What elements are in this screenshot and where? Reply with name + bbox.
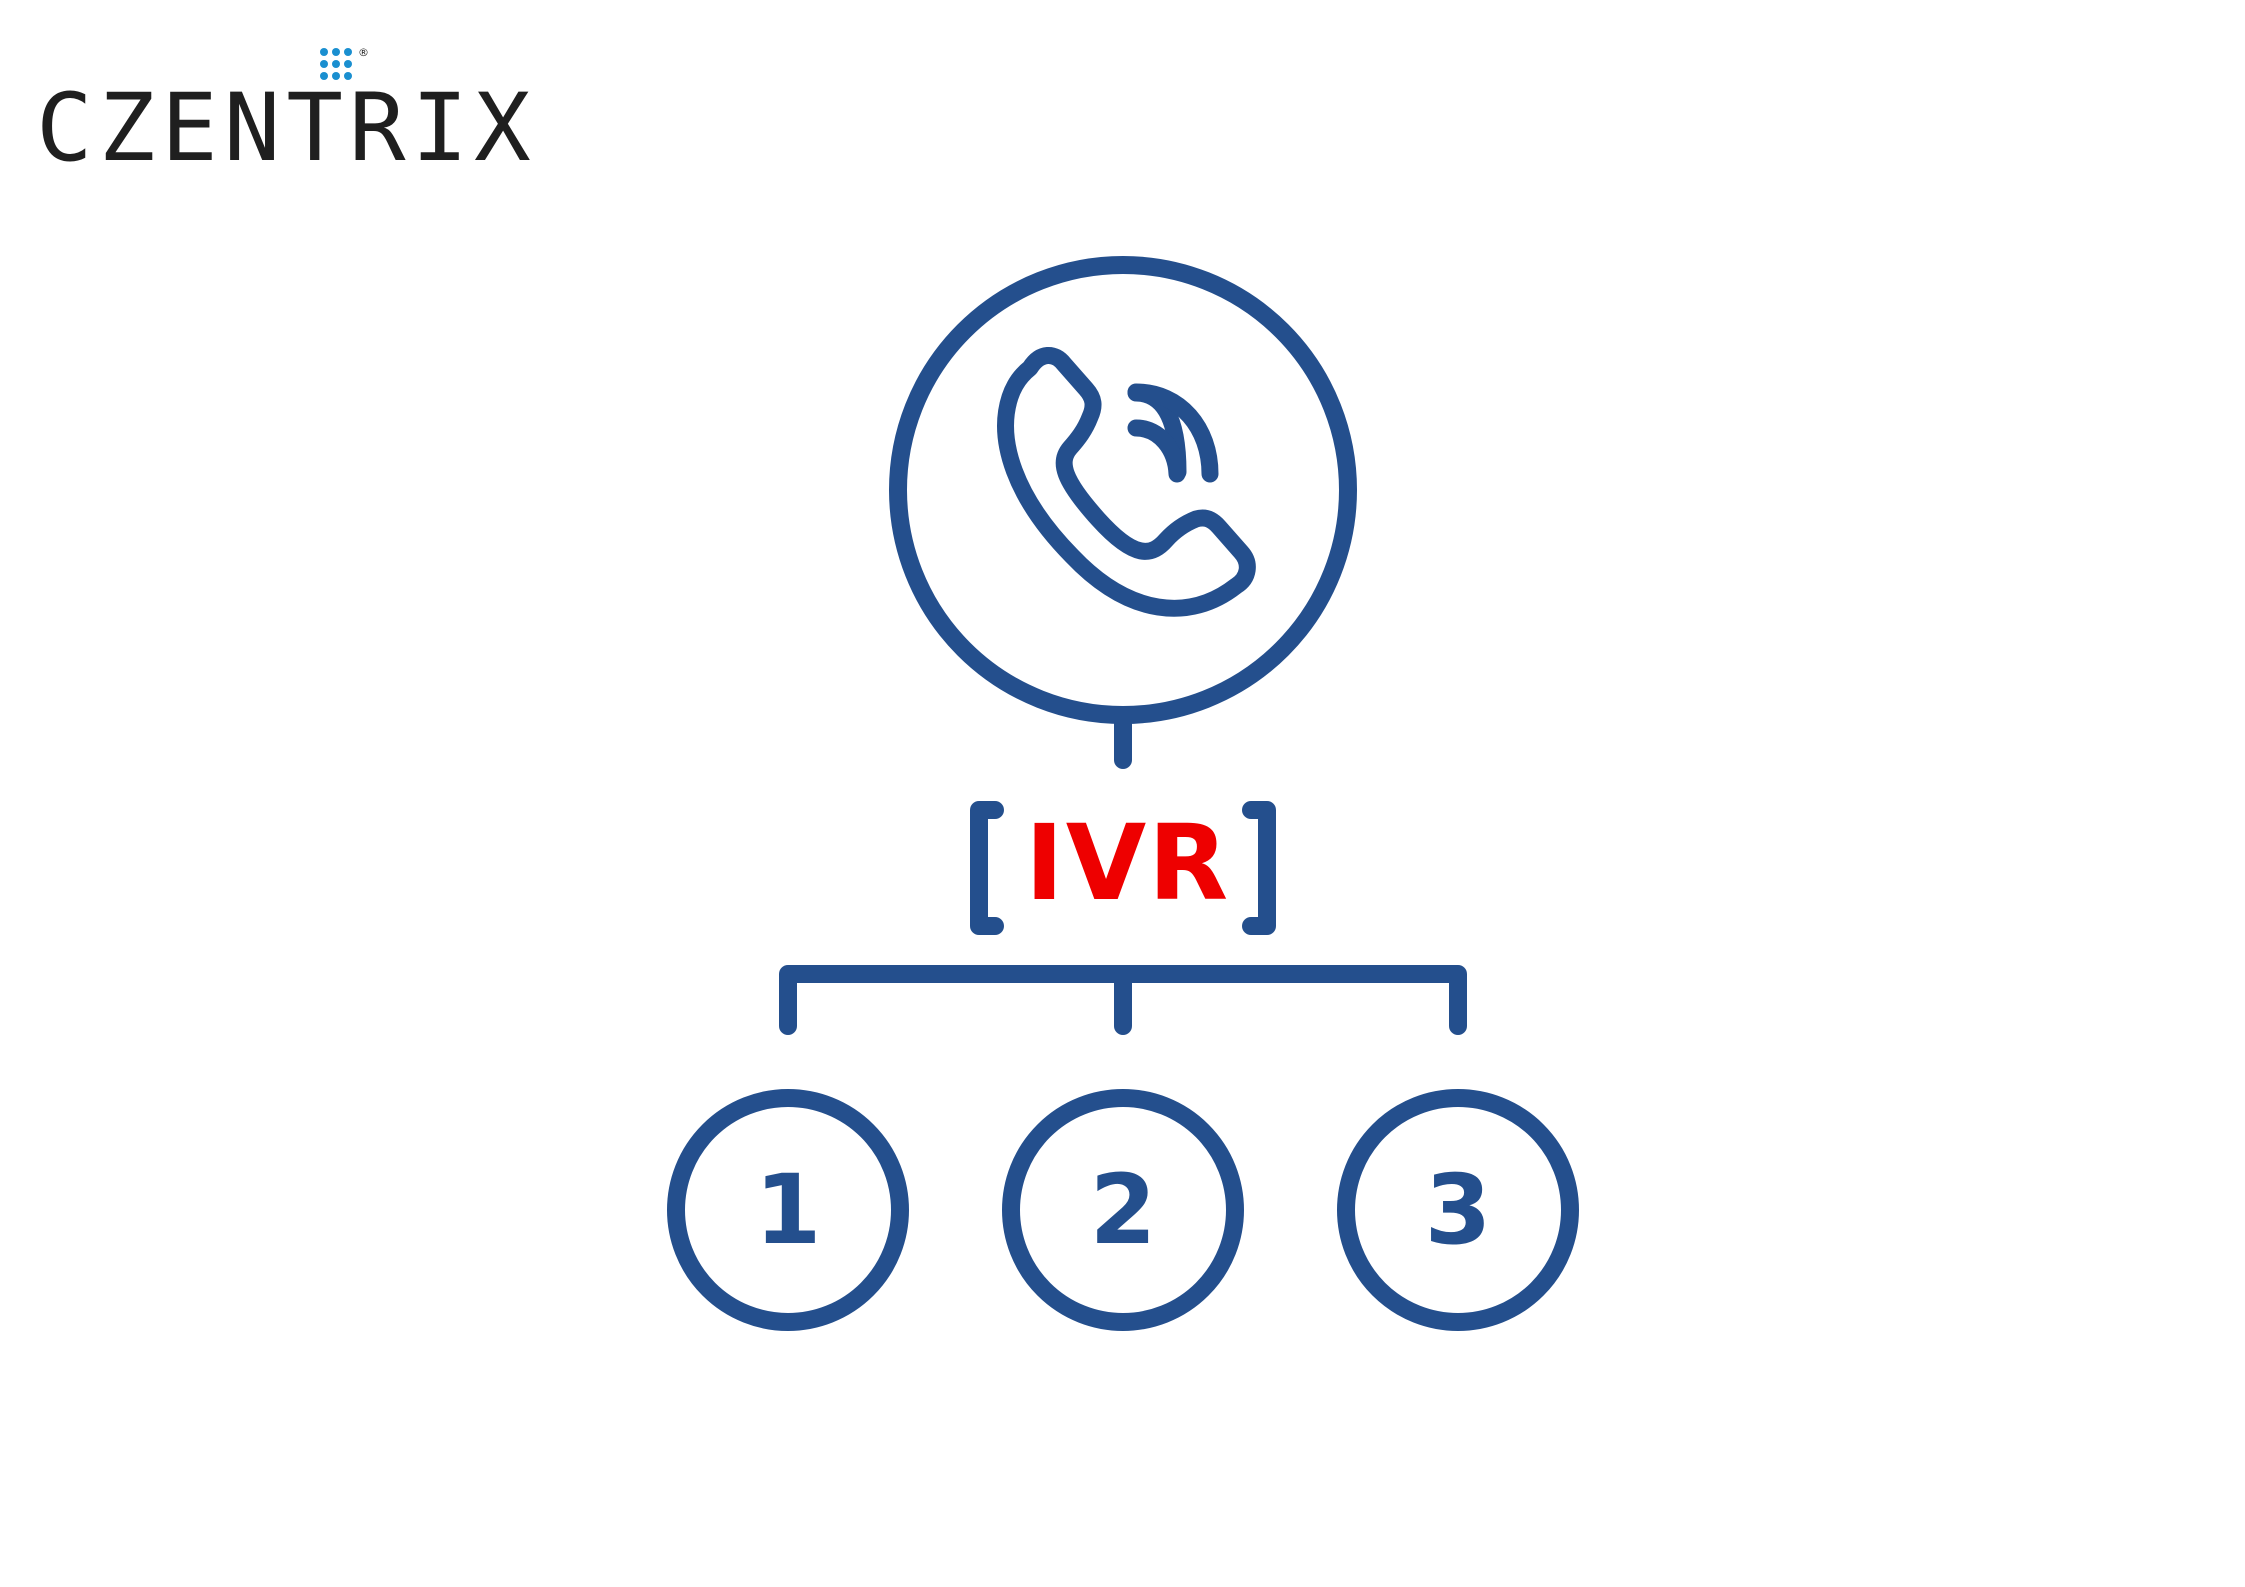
ivr-label: IVR — [1025, 802, 1231, 924]
registered-mark: ® — [358, 46, 369, 59]
right-bracket — [1242, 801, 1276, 935]
top-node-circle — [889, 256, 1357, 724]
option-circle-1 — [667, 1089, 909, 1331]
logo-wordmark: CZENTRIX — [36, 74, 537, 183]
option-label-2: 2 — [1089, 1154, 1157, 1266]
option-circle-3 — [1337, 1089, 1579, 1331]
option-circle-2 — [1002, 1089, 1244, 1331]
option-label-3: 3 — [1424, 1154, 1492, 1266]
left-bracket — [970, 801, 1004, 935]
czentrix-logo: CZENTRIX ® — [36, 44, 531, 176]
logo-dots-icon: ® — [320, 46, 369, 80]
option-label-1: 1 — [754, 1154, 822, 1266]
phone-call-icon — [997, 347, 1256, 617]
